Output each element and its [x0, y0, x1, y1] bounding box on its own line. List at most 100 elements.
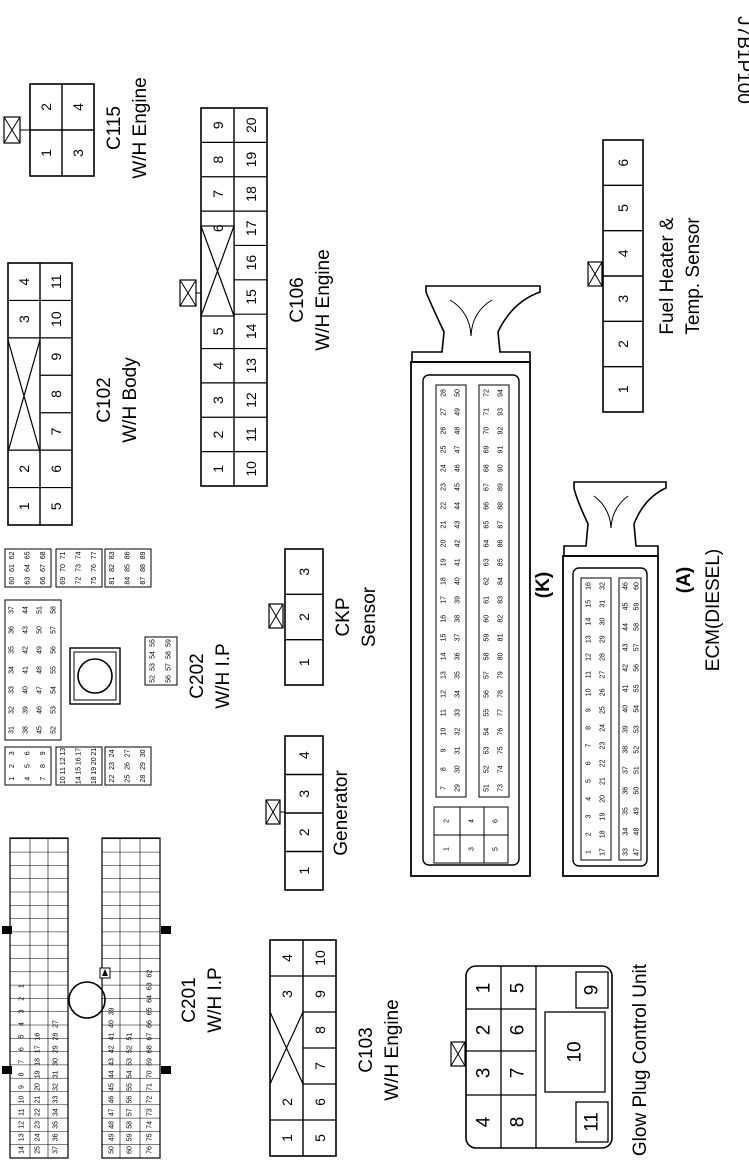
pin-label: 4	[210, 362, 226, 370]
pin-label: 8	[508, 1117, 529, 1128]
c202-pin-block	[55, 548, 103, 588]
c202-pin: 39	[23, 706, 30, 714]
c202-pin: 77	[91, 551, 98, 559]
c201-pin: 55	[127, 1083, 134, 1091]
ecm-k-pin: 18	[441, 577, 448, 585]
ecm-k-pin: 21	[441, 521, 448, 529]
ecm-k-pin: 36	[455, 652, 462, 660]
c201-pin: 36	[53, 1133, 60, 1141]
ecm-a-pin: 14	[586, 617, 593, 625]
ecm-a-pin: 39	[623, 725, 630, 733]
c202-pin: 58	[166, 651, 173, 659]
c202-pin: 86	[125, 551, 132, 559]
ecm-k-pin: 65	[484, 521, 491, 529]
c201-pin: 43	[109, 1058, 116, 1066]
ecm-k-pin: 15	[441, 634, 448, 642]
c106-name: C106	[287, 277, 308, 322]
c201-pin: 54	[127, 1070, 134, 1078]
c201-pin: 65	[147, 1007, 154, 1015]
ecm-a-pin: 45	[623, 602, 630, 610]
c202-pin-block	[104, 746, 152, 786]
ecm-k-pin: 31	[455, 746, 462, 754]
c201-pin: 67	[147, 1033, 154, 1041]
ecm-k-pin: 80	[498, 652, 505, 660]
c202-pin: 66	[40, 577, 47, 585]
c201-pin: 10	[19, 1096, 26, 1104]
pin-label: 7	[312, 1062, 328, 1070]
ecm-k-pin: 66	[484, 502, 491, 510]
pin-label: 2	[444, 819, 451, 823]
c202-pin: 54	[150, 651, 157, 659]
ecm-k-pin: 83	[498, 596, 505, 604]
c201-pin: 63	[147, 982, 154, 990]
glow-plug-lock-tab	[450, 1041, 466, 1067]
ecm-name: ECM(DIESEL)	[703, 549, 724, 671]
c202-pin: 81	[109, 577, 116, 585]
c201-pin: 6	[19, 1047, 26, 1051]
pin-label: 1	[38, 149, 54, 157]
ecm-k-pin: 28	[441, 389, 448, 397]
ecm-k-pin: 94	[498, 389, 505, 397]
pin-label: 1	[615, 385, 631, 393]
c201-pin: 19	[35, 1070, 42, 1078]
ecm-k-pin: 76	[498, 728, 505, 736]
c202-pin: 71	[60, 551, 67, 559]
c201-pin-block	[9, 837, 69, 1159]
ecm-k-pin: 87	[498, 521, 505, 529]
pin-label: 7	[508, 1068, 529, 1079]
c201-pin: 68	[147, 1045, 154, 1053]
ecm-k-pin: 92	[498, 427, 505, 435]
ecm-k-pin: 11	[441, 709, 448, 716]
ecm-k-pin: 84	[498, 577, 505, 585]
ecm-a-pin: 26	[600, 688, 607, 696]
c202-pin: 5	[25, 764, 32, 768]
ecm-k-pin: 59	[484, 634, 491, 642]
c202-pin-block	[104, 548, 152, 588]
c202-pin: 53	[150, 663, 157, 671]
c115-lock-tab	[3, 116, 30, 144]
pin-label: 4	[469, 819, 476, 823]
ecm-a-pin: 51	[634, 766, 641, 774]
c201-pin: 75	[147, 1133, 154, 1141]
c202-pin: 38	[23, 726, 30, 734]
c202-pin: 23	[109, 762, 116, 770]
pin-label: 19	[243, 152, 259, 168]
ecm-a-pin: 2	[586, 832, 593, 836]
pin-label: 9	[582, 985, 603, 996]
pin-label: 3	[474, 1068, 495, 1079]
c201-pin: 3	[19, 1009, 26, 1013]
c202-pin: 64	[25, 564, 32, 572]
c201-pin: 47	[109, 1108, 116, 1116]
ecm-k-pin: 61	[484, 596, 491, 604]
ecm-a-pin: 31	[600, 600, 607, 608]
pin-label: 6	[508, 1025, 529, 1036]
c201-name: C201	[179, 977, 200, 1022]
ecm-k-pin: 9	[441, 748, 448, 752]
pin-block	[478, 384, 510, 798]
ecm-k-pin: 46	[455, 464, 462, 472]
ecm-a-label: (A)	[674, 567, 695, 593]
ecm-k-pin: 37	[455, 634, 462, 642]
ecm-a-pin: 54	[634, 705, 641, 713]
c201-pin: 46	[109, 1096, 116, 1104]
c201-pin: 58	[127, 1121, 134, 1129]
c202-pin: 55	[150, 639, 157, 647]
ecm-k-pin: 30	[455, 765, 462, 773]
pin-label: 5	[312, 1134, 328, 1142]
ecm-a-pin: 41	[623, 684, 630, 692]
ecm-a-pin: 53	[634, 725, 641, 733]
c201-pin: 18	[35, 1058, 42, 1066]
c201-pin: 21	[35, 1096, 42, 1104]
c202-pin: 31	[9, 726, 16, 734]
c201-pin: 5	[19, 1035, 26, 1039]
c202-pin: 67	[40, 564, 47, 572]
ckp-name: CKP	[333, 597, 354, 636]
c202-pin: 61	[9, 564, 16, 572]
ecm-k-pin: 70	[484, 427, 491, 435]
c202-name: C202	[187, 653, 208, 698]
c201-desc: W/H I.P	[205, 967, 226, 1032]
c202-pin: 20	[91, 757, 98, 765]
c202-pin: 69	[60, 577, 67, 585]
pin-block	[618, 577, 642, 861]
